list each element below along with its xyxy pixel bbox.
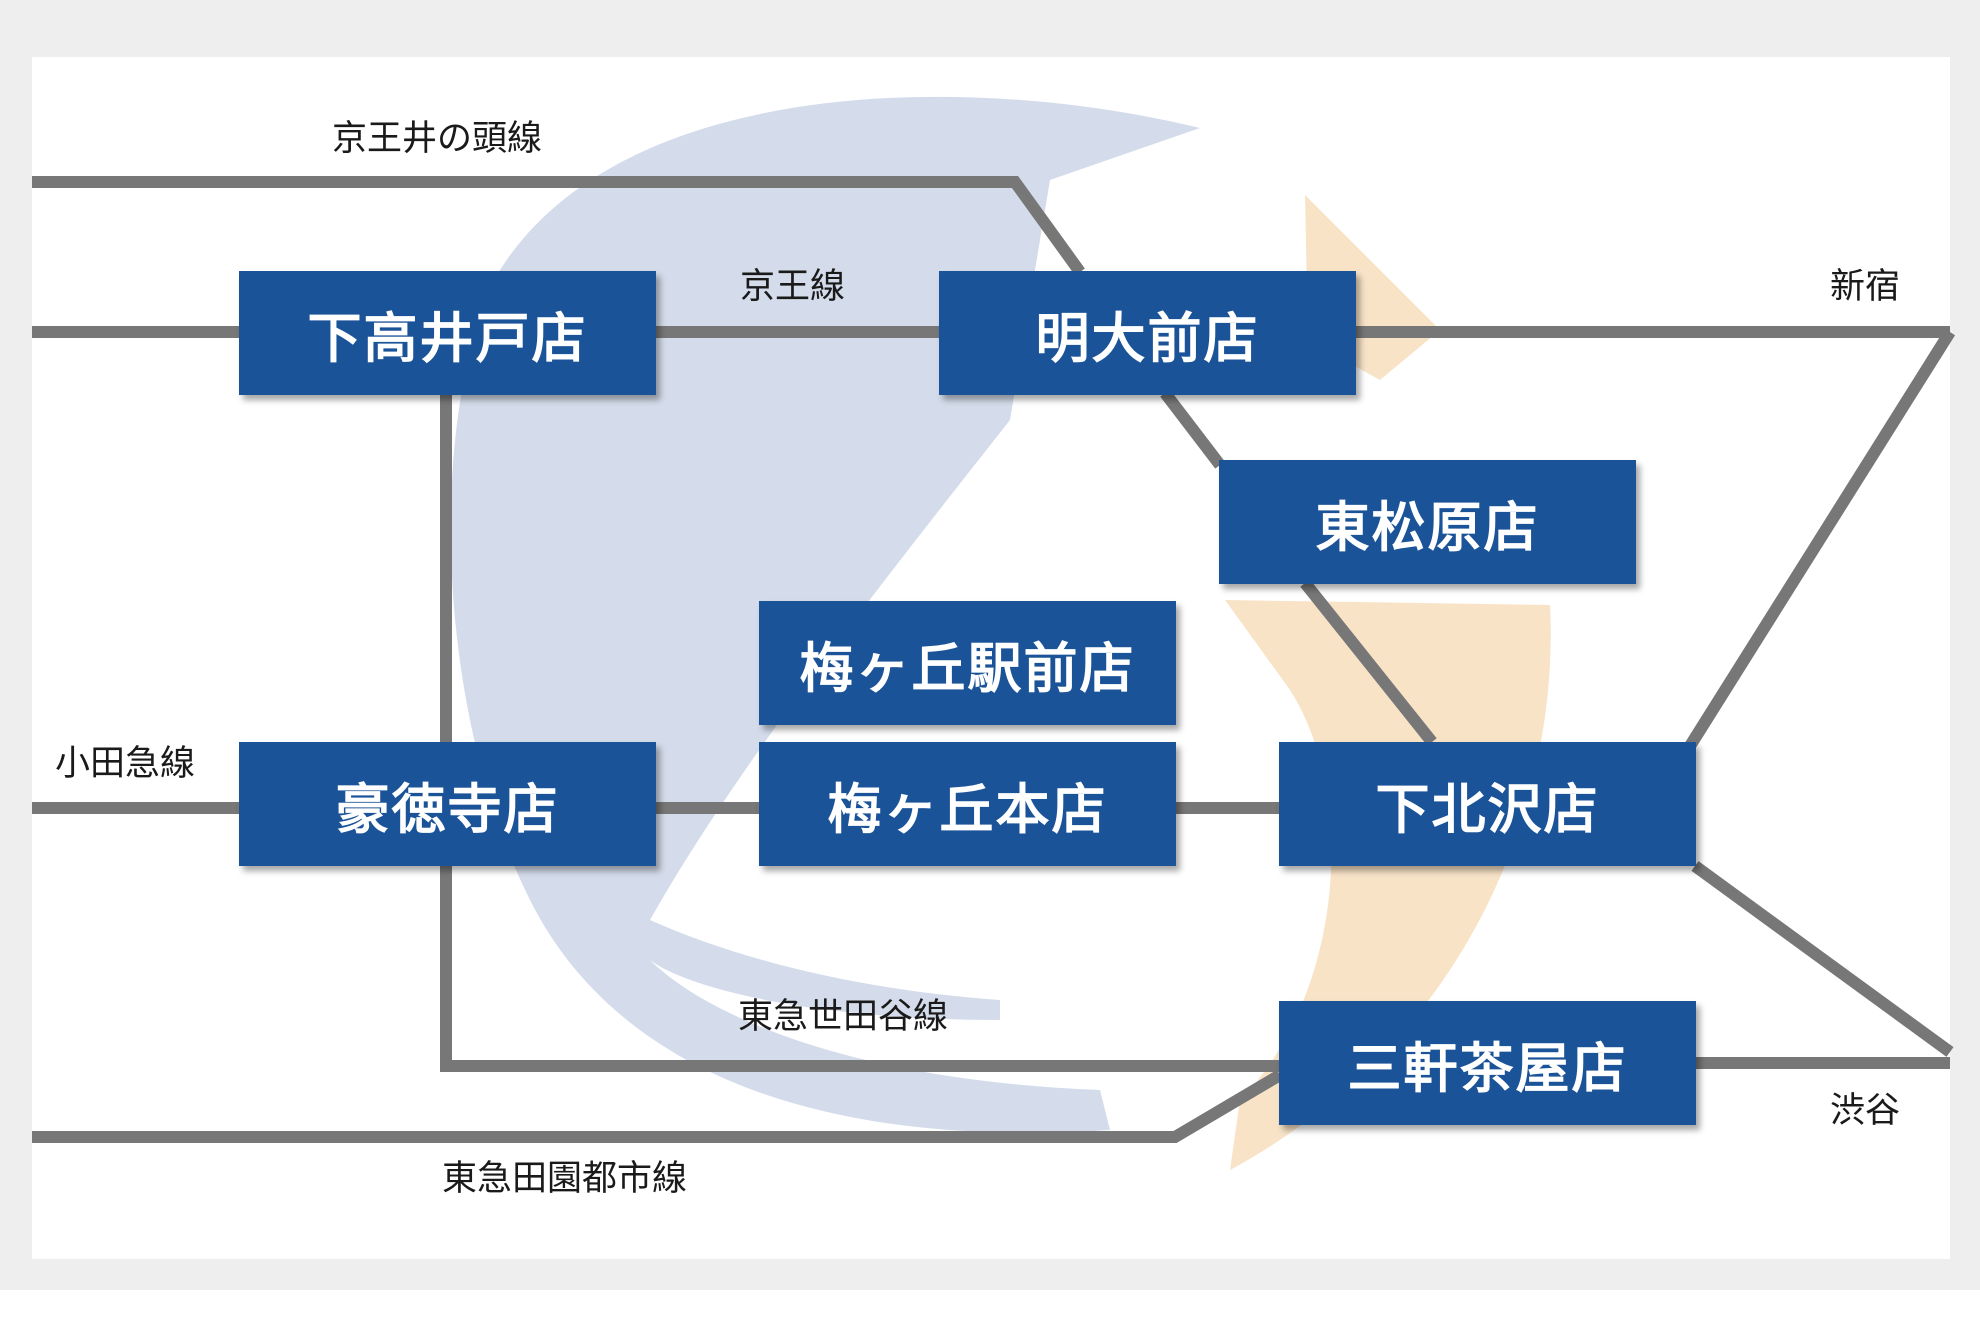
line-inokashira-shibuya: [1691, 861, 1954, 1057]
label-keio-inokashira: 京王井の頭線: [332, 119, 542, 159]
store-meidaimae-label: 明大前店: [1035, 306, 1260, 370]
store-sangenjaya-label: 三軒茶屋店: [1347, 1036, 1628, 1100]
line-labels: 京王井の頭線 京王線 新宿 小田急線 東急世田谷線 渋谷 東急田園都市線: [55, 119, 1900, 1199]
store-shimokitazawa-label: 下北沢店: [1375, 777, 1600, 841]
line-inokashira-south-2: [1300, 579, 1437, 746]
label-odakyu: 小田急線: [55, 744, 195, 784]
store-umegaoka-honten[interactable]: 梅ヶ丘本店: [759, 742, 1176, 866]
store-umegaoka-honten-label: 梅ヶ丘本店: [827, 777, 1108, 841]
store-umegaoka-ekimae-label: 梅ヶ丘駅前店: [799, 636, 1136, 700]
store-shimotakaido-label: 下高井戸店: [307, 306, 588, 370]
store-shimokitazawa[interactable]: 下北沢店: [1279, 742, 1696, 866]
store-umegaoka-ekimae[interactable]: 梅ヶ丘駅前店: [759, 601, 1176, 725]
label-shinjuku: 新宿: [1830, 267, 1900, 307]
store-higashimatsubara-label: 東松原店: [1315, 495, 1540, 559]
line-tokyu-denentoshi: [32, 1069, 1284, 1143]
store-gotokuji-label: 豪徳寺店: [335, 777, 560, 841]
label-shibuya: 渋谷: [1830, 1091, 1900, 1131]
store-gotokuji[interactable]: 豪徳寺店: [239, 742, 656, 866]
store-meidaimae[interactable]: 明大前店: [939, 271, 1356, 395]
label-tokyu-denentoshi: 東急田園都市線: [442, 1159, 687, 1199]
line-tokyu-setagaya: [440, 395, 1280, 1072]
store-higashimatsubara[interactable]: 東松原店: [1219, 460, 1636, 584]
line-odakyu-shinjuku: [1684, 328, 1956, 750]
line-keio-inokashira: [32, 176, 1085, 276]
store-shimotakaido[interactable]: 下高井戸店: [239, 271, 656, 395]
line-inokashira-south: [1160, 389, 1225, 469]
label-keio: 京王線: [740, 267, 845, 307]
label-tokyu-setagaya: 東急世田谷線: [738, 997, 948, 1037]
store-sangenjaya[interactable]: 三軒茶屋店: [1279, 1001, 1696, 1125]
